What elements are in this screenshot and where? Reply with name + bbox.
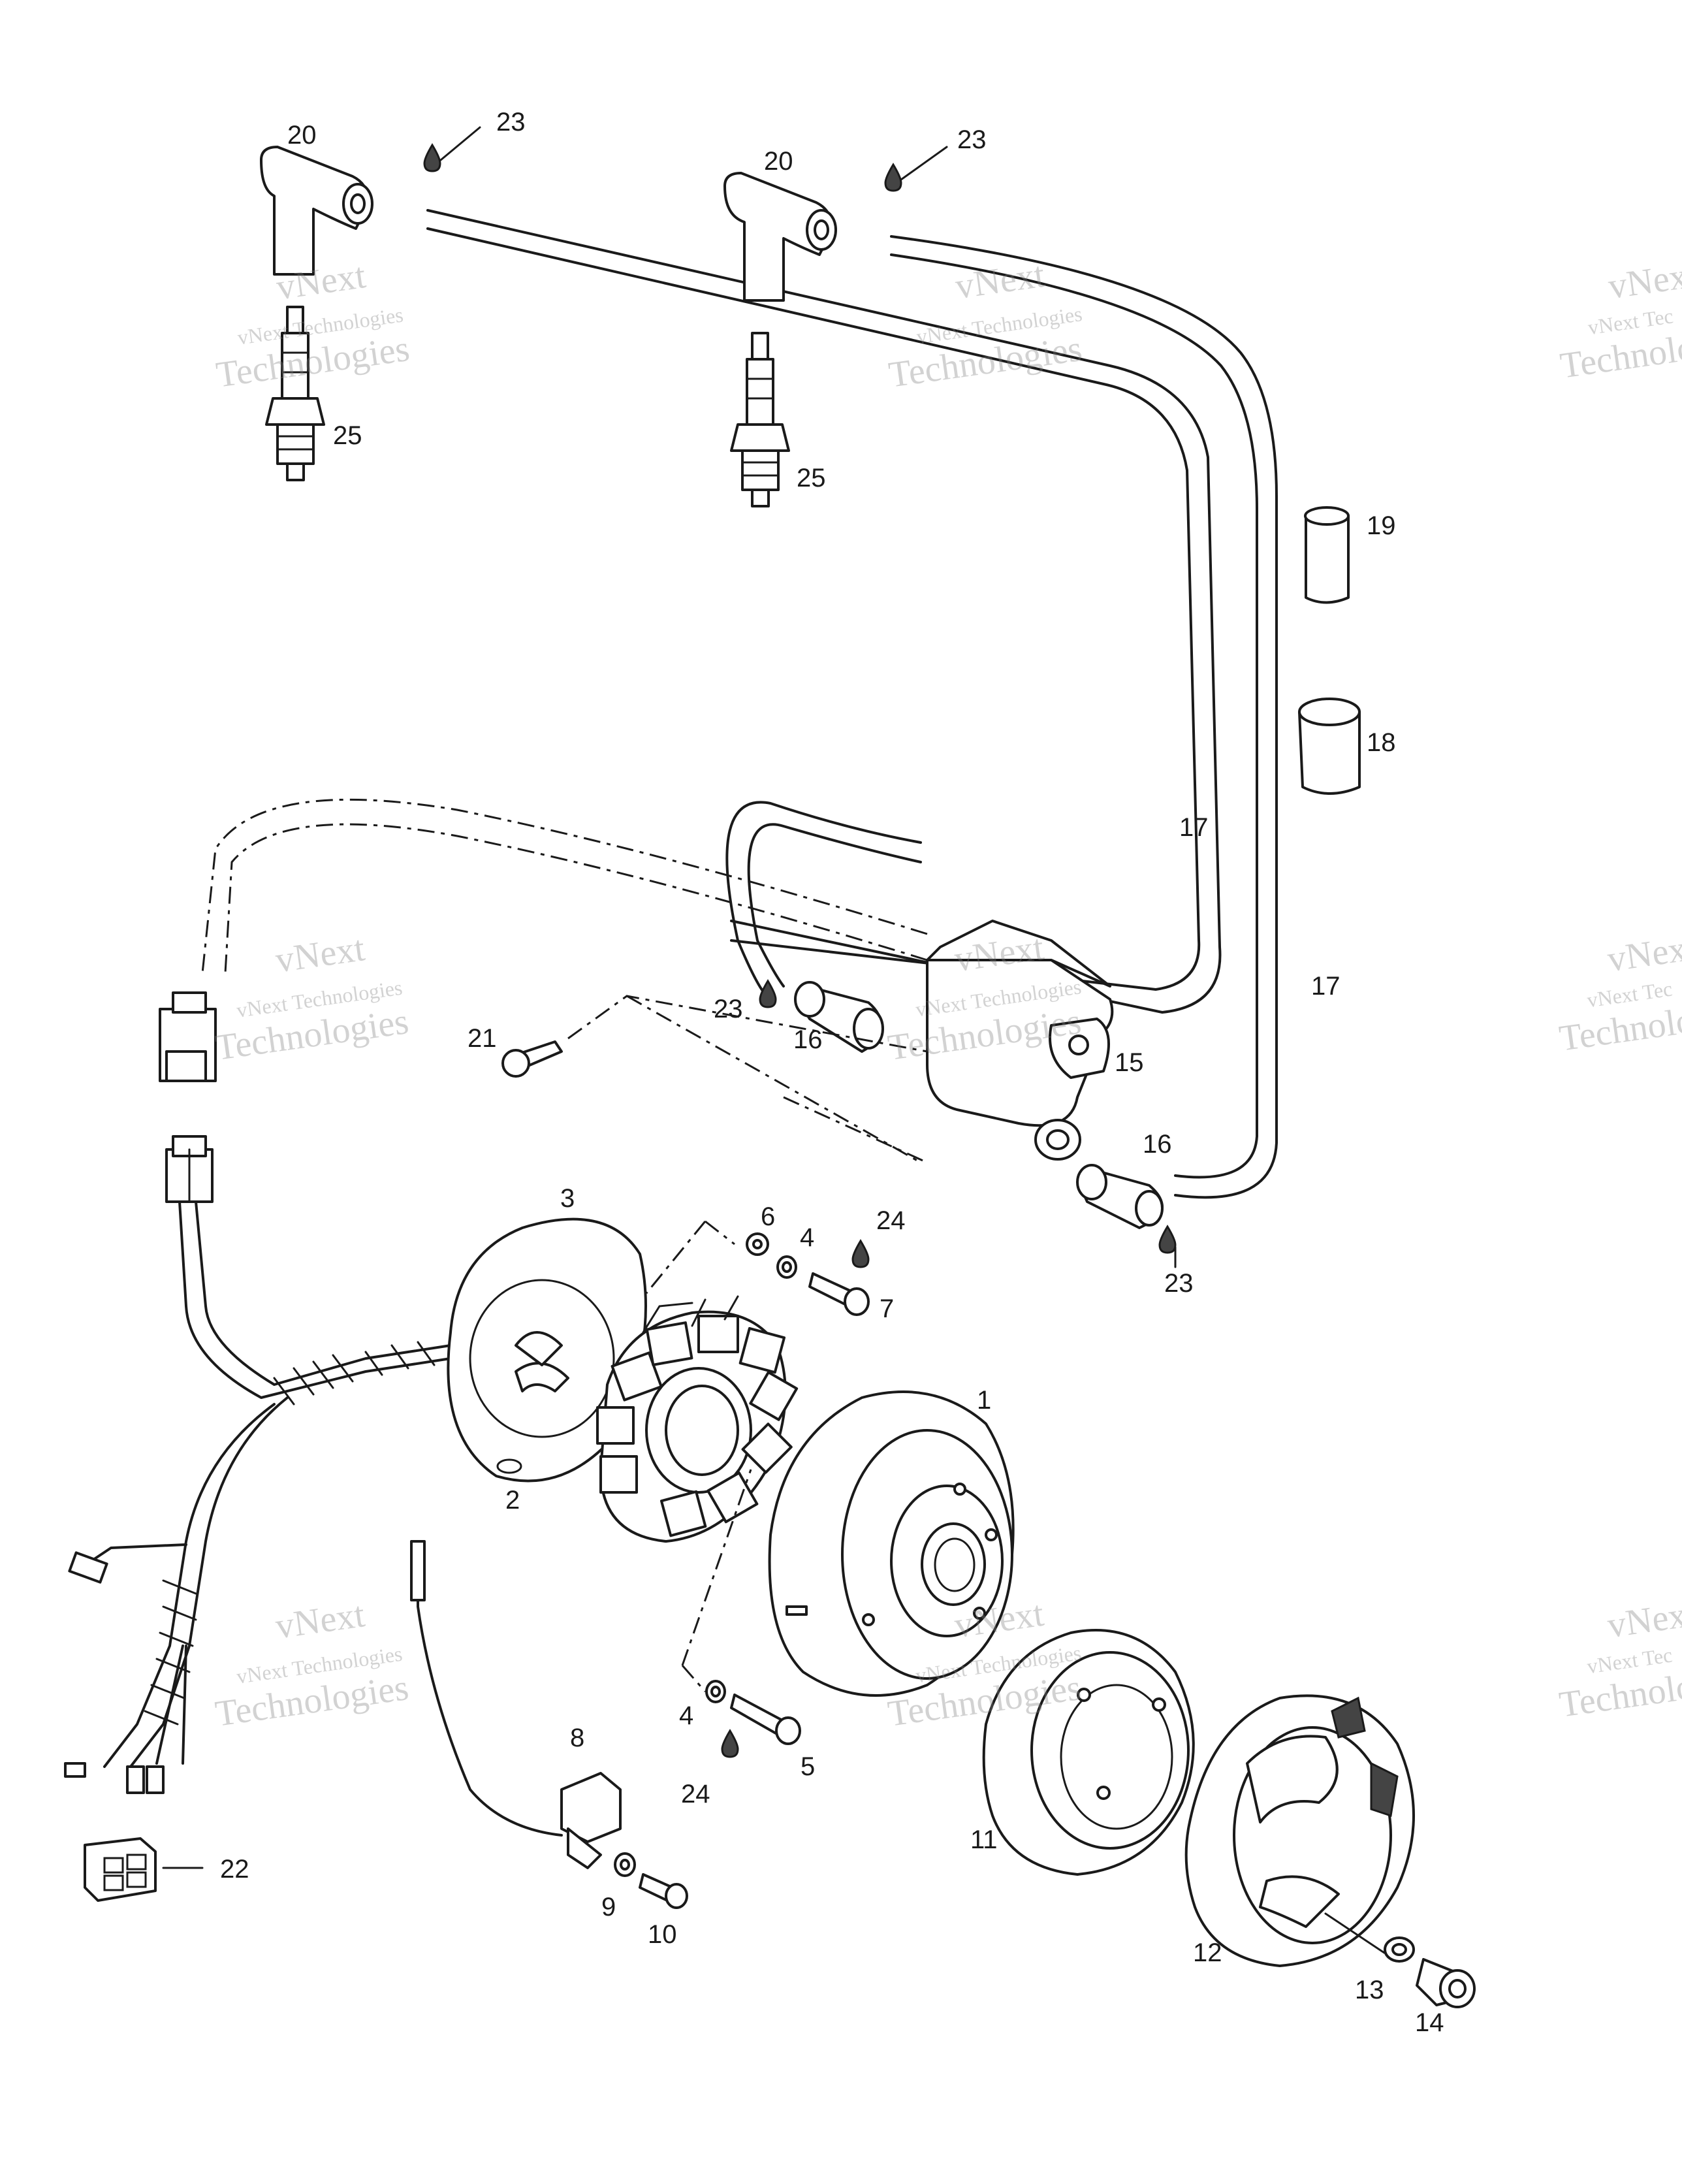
leader-lines (162, 126, 1177, 1869)
screw-10 (639, 1873, 688, 1909)
washer-9 (614, 1852, 636, 1877)
callout-20-left: 20 (287, 121, 317, 150)
wire-connector-22 (84, 1837, 157, 1902)
callout-numbers: 20 23 20 23 25 25 19 18 17 17 23 16 21 1… (220, 108, 1444, 2037)
callout-18: 18 (1367, 728, 1396, 757)
spark-plug-left (265, 306, 325, 481)
callout-23-top-right: 23 (957, 125, 987, 154)
ratchet-pulley (1184, 1694, 1415, 1967)
harness-connector-upper (159, 991, 217, 1082)
callout-6: 6 (761, 1202, 775, 1231)
svg-text:vNext: vNext (1606, 255, 1682, 308)
washer-4-upper (776, 1255, 797, 1279)
svg-text:Technolo: Technolo (1558, 327, 1682, 386)
callout-4-upper: 4 (800, 1223, 814, 1252)
coil-screw (501, 1040, 563, 1078)
boot-16-lower (1076, 1164, 1164, 1229)
callout-5: 5 (801, 1752, 815, 1781)
callout-17-upper: 17 (1179, 813, 1209, 842)
ignition-coil (926, 920, 1114, 1161)
svg-text:vNext: vNext (1605, 927, 1682, 980)
high-tension-wires (201, 209, 1278, 1199)
callout-20-right: 20 (764, 147, 793, 176)
callout-14: 14 (1415, 2008, 1444, 2037)
spark-plug-right (730, 332, 790, 507)
callout-23-top-left: 23 (496, 108, 526, 136)
callout-13: 13 (1355, 1976, 1384, 2004)
washer-4-lower (705, 1680, 726, 1703)
lock-washer-13 (1384, 1936, 1415, 1963)
callout-15: 15 (1115, 1048, 1144, 1077)
watermark-top-right: vNext vNext Tec Technolo (1558, 255, 1682, 387)
callout-17-lower: 17 (1311, 972, 1341, 1001)
starter-cup (982, 1629, 1195, 1876)
harness-connector-lower (165, 1135, 214, 1203)
watermark-low-left: vNext vNext Technologies Technologies (213, 1594, 411, 1735)
callout-25-left: 25 (333, 421, 362, 450)
callout-11: 11 (970, 1825, 998, 1854)
callout-24-upper: 24 (876, 1206, 906, 1235)
callout-4-lower: 4 (679, 1701, 693, 1730)
callout-9: 9 (601, 1893, 616, 1921)
svg-text:vNext: vNext (1605, 1594, 1682, 1646)
spark-plug-cap-left (260, 146, 373, 276)
svg-text:Technolo: Technolo (1557, 1000, 1682, 1059)
grease-droplets (423, 143, 1177, 1758)
sleeve-19 (1304, 506, 1350, 604)
callout-16-lower: 16 (1143, 1130, 1172, 1159)
trigger-coil (410, 1540, 622, 1869)
callout-22: 22 (220, 1855, 249, 1884)
callout-25-right: 25 (797, 464, 826, 492)
callout-19: 19 (1367, 511, 1396, 540)
screw-5 (730, 1694, 801, 1745)
callout-10: 10 (648, 1920, 677, 1949)
callout-24-lower: 24 (681, 1780, 710, 1808)
svg-text:vNext: vNext (953, 255, 1047, 308)
callout-23-mid: 23 (714, 995, 743, 1023)
callout-1: 1 (977, 1386, 991, 1415)
flywheel (768, 1390, 1015, 1697)
stator (596, 1295, 799, 1543)
callout-3: 3 (560, 1184, 575, 1213)
watermark-low-right: vNext vNext Tec Technolo (1557, 1594, 1682, 1726)
washer-6 (746, 1232, 769, 1256)
bolt-14 (1416, 1958, 1476, 2008)
watermark-mid-left: vNext vNext Technologies Technologies (213, 928, 411, 1068)
sleeve-18 (1298, 698, 1361, 795)
callout-16-upper: 16 (793, 1025, 823, 1054)
callout-21: 21 (468, 1024, 497, 1053)
callout-2: 2 (505, 1486, 520, 1515)
callout-23-lower: 23 (1164, 1269, 1194, 1298)
callout-12: 12 (1193, 1938, 1222, 1967)
svg-text:vNext: vNext (273, 928, 368, 981)
wiring-harness (64, 1200, 452, 1794)
svg-text:vNext: vNext (273, 1594, 368, 1647)
svg-text:Technolo: Technolo (1557, 1666, 1682, 1725)
watermark-mid-right: vNext vNext Tec Technolo (1557, 927, 1682, 1059)
watermark-top-left: vNext vNext Technologies Technologies (214, 255, 412, 396)
callout-7: 7 (880, 1294, 894, 1323)
callout-8: 8 (570, 1724, 584, 1752)
screw-7 (808, 1272, 870, 1316)
spark-plug-cap-right (723, 172, 837, 302)
